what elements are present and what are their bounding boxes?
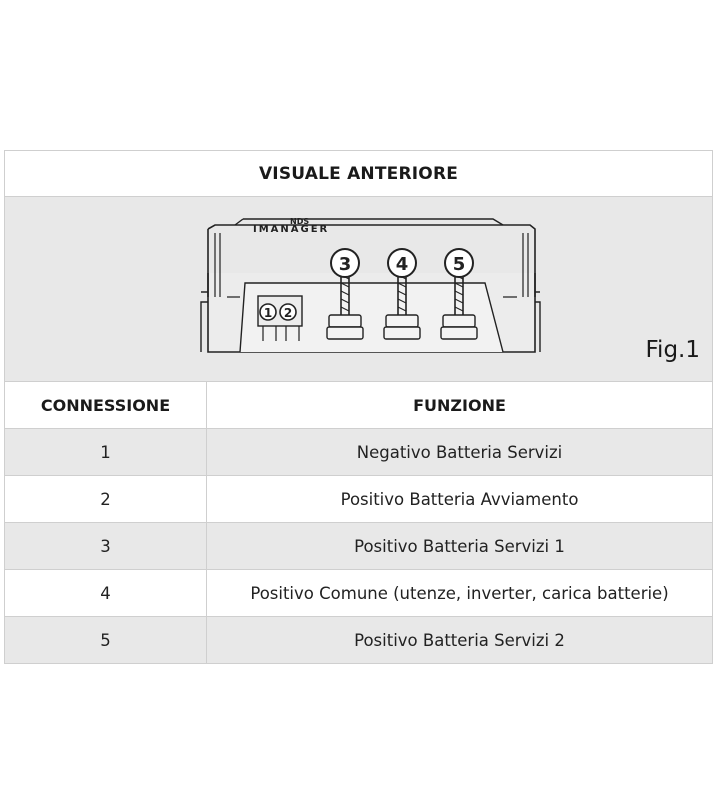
section-title: VISUALE ANTERIORE <box>5 151 712 197</box>
connessione-cell: 1 <box>5 428 207 476</box>
table-row: 1 Negativo Batteria Servizi <box>5 428 712 476</box>
terminal-label-1: 1 <box>264 306 272 320</box>
table-row: 2 Positivo Batteria Avviamento <box>5 475 712 523</box>
column-header-connessione: CONNESSIONE <box>5 382 207 429</box>
connessione-cell: 4 <box>5 569 207 617</box>
funzione-cell: Positivo Comune (utenze, inverter, caric… <box>206 569 712 617</box>
post-label-4: 4 <box>396 254 409 275</box>
device-illustration: NDS IMANAGER 1 2 3 4 5 <box>200 217 541 353</box>
connessione-cell: 3 <box>5 522 207 570</box>
column-header-funzione: FUNZIONE <box>206 382 712 429</box>
figure-caption: Fig.1 <box>645 337 701 363</box>
table-row: 5 Positivo Batteria Servizi 2 <box>5 616 712 663</box>
device-name: IMANAGER <box>253 224 329 235</box>
connection-table: CONNESSIONE FUNZIONE 1 Negativo Batteria… <box>5 382 712 663</box>
connection-sheet: VISUALE ANTERIORE <box>4 150 713 664</box>
funzione-cell: Negativo Batteria Servizi <box>206 428 712 476</box>
device-figure: NDS IMANAGER 1 2 3 4 5 Fig.1 <box>5 197 712 382</box>
funzione-cell: Positivo Batteria Servizi 1 <box>206 522 712 570</box>
terminal-label-2: 2 <box>284 306 292 320</box>
post-label-3: 3 <box>339 254 352 275</box>
device-brand: NDS <box>290 217 309 226</box>
connessione-cell: 2 <box>5 475 207 523</box>
table-row: 3 Positivo Batteria Servizi 1 <box>5 522 712 570</box>
table-header-row: CONNESSIONE FUNZIONE <box>5 382 712 429</box>
funzione-cell: Positivo Batteria Servizi 2 <box>206 616 712 663</box>
table-row: 4 Positivo Comune (utenze, inverter, car… <box>5 569 712 617</box>
funzione-cell: Positivo Batteria Avviamento <box>206 475 712 523</box>
post-label-5: 5 <box>453 254 466 275</box>
connessione-cell: 5 <box>5 616 207 663</box>
